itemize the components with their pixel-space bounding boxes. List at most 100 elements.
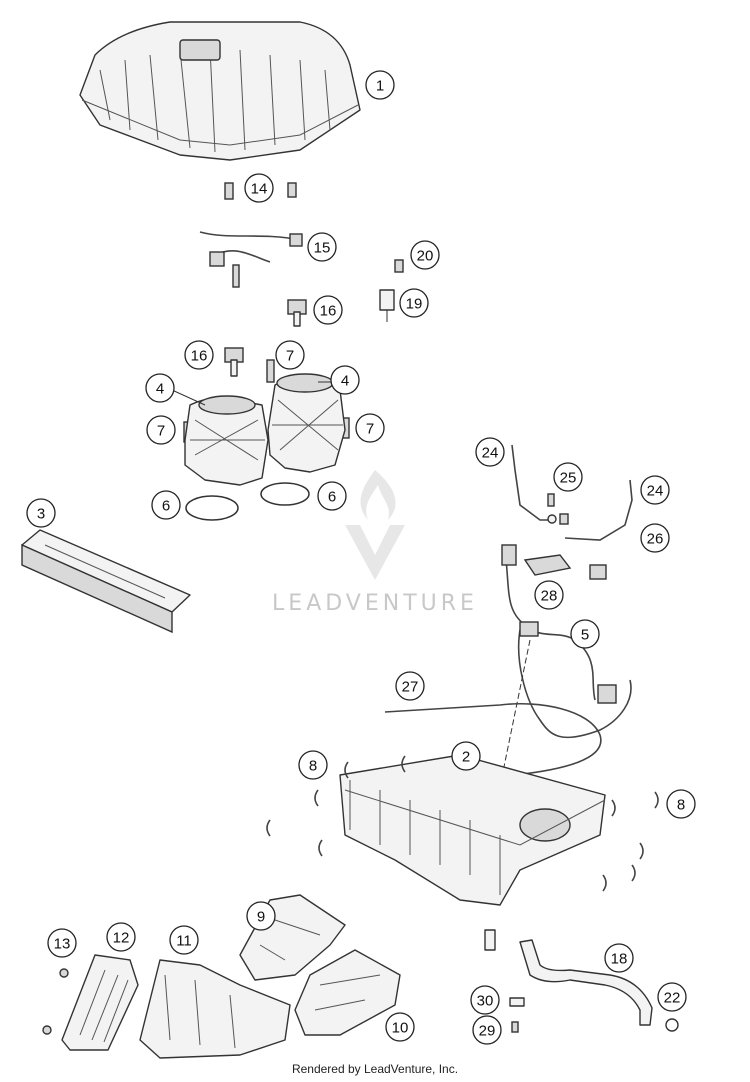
callout-circle [395,671,425,701]
callout-circle [47,928,77,958]
callout-label: 20 [417,248,434,265]
callout-circle [317,481,347,511]
part-clips-8 [266,755,659,892]
callout-circle [472,1015,502,1045]
callout-circle [330,365,360,395]
callout-circle [666,789,696,819]
callout-26: 26 [640,523,670,553]
callout-circle [298,750,328,780]
part-screws-14 [224,182,297,200]
callout-circle [145,373,175,403]
callout-circle [410,240,440,270]
callout-label: 16 [191,348,208,365]
callout-label: 7 [366,421,374,438]
callout-7: 7 [275,340,305,370]
callout-circle [313,295,343,325]
callout-label: 4 [156,381,164,398]
callout-1: 1 [365,70,395,100]
callout-label: 19 [406,296,423,313]
callout-label: 3 [37,506,45,523]
callout-circle [604,943,634,973]
callout-label: 4 [341,373,349,390]
part-throttle-body-right [267,373,346,473]
callout-circle [640,475,670,505]
callout-circle [146,415,176,445]
watermark-text: LEADVENTURE [272,591,478,616]
callout-circle [640,523,670,553]
part-airbox-cover [79,21,361,161]
callout-5: 5 [570,619,600,649]
callout-30: 30 [470,985,500,1015]
callout-label: 7 [286,348,294,365]
callout-circle [475,437,505,467]
callout-circle [470,985,500,1015]
callout-label: 5 [581,627,589,644]
callout-3: 3 [26,498,56,528]
callout-label: 27 [402,679,419,696]
callout-4: 4 [330,365,360,395]
callout-label: 11 [176,933,192,950]
callout-circle [385,1012,415,1042]
callout-label: 25 [560,470,577,487]
callout-label: 2 [462,749,470,766]
part-wiring-24-26 [511,444,633,541]
callout-circle [451,741,481,771]
part-sensor-19-20 [379,259,404,322]
callout-label: 14 [251,181,268,198]
part-filter-12 [61,954,139,1051]
callout-14: 14 [244,173,274,203]
part-intake-boot-10 [294,949,401,1036]
callout-label: 24 [482,445,499,462]
part-hose-18-22 [519,939,679,1032]
callout-2: 2 [451,741,481,771]
callout-24: 24 [640,475,670,505]
callout-circle [553,462,583,492]
callout-label: 8 [309,758,317,775]
callout-circle [307,232,337,262]
callout-circle [275,340,305,370]
part-orings-6 [185,482,310,521]
callout-circle [151,490,181,520]
callout-label: 28 [541,588,558,605]
callout-11: 11 [169,925,199,955]
callout-circle [26,498,56,528]
leader-lines [171,381,332,406]
callout-28: 28 [534,580,564,610]
callout-label: 30 [477,993,494,1010]
callout-label: 22 [664,990,681,1007]
callout-7: 7 [355,413,385,443]
callout-circle [399,288,429,318]
callout-label: 24 [647,483,664,500]
part-airbox-lower [339,754,606,906]
callout-label: 10 [392,1020,409,1037]
callout-label: 6 [162,498,170,515]
callout-22: 22 [657,982,687,1012]
part-injector-16-upper [287,299,307,327]
callout-19: 19 [399,288,429,318]
callout-circle [106,922,136,952]
callout-15: 15 [307,232,337,262]
callout-circle [169,925,199,955]
callout-18: 18 [604,943,634,973]
callout-9: 9 [246,901,276,931]
callout-circle [534,580,564,610]
callout-label: 29 [479,1023,496,1040]
callout-circle [244,173,274,203]
callout-label: 12 [113,930,130,947]
callout-24: 24 [475,437,505,467]
callout-16: 16 [313,295,343,325]
callout-label: 9 [257,909,265,926]
callout-6: 6 [317,481,347,511]
part-injector-16-lower [224,347,244,377]
part-intake-11 [139,959,291,1059]
part-throttle-body-left [184,395,269,486]
part-air-filter [21,529,191,634]
callout-label: 15 [314,240,331,257]
part-hose-27 [384,702,602,776]
callout-12: 12 [106,922,136,952]
callout-13: 13 [47,928,77,958]
callout-circle [570,619,600,649]
part-plug-13 [42,968,69,1035]
callout-20: 20 [410,240,440,270]
